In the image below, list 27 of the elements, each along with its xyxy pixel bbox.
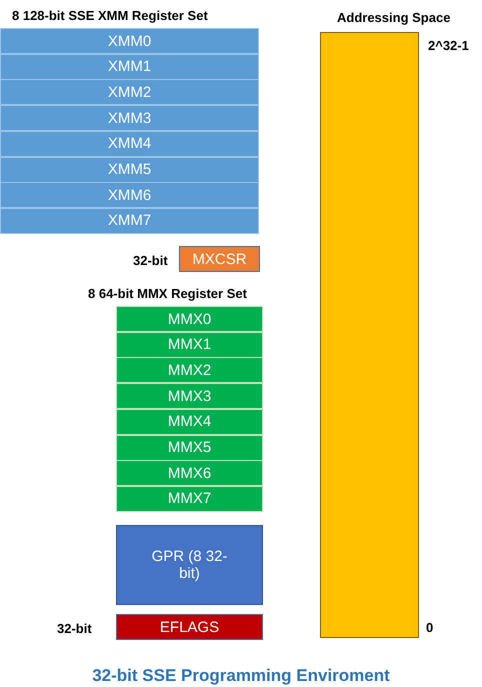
register-box: MMX1 xyxy=(116,332,263,358)
register-box: MMX6 xyxy=(116,460,263,486)
side-label: 32-bit xyxy=(57,621,92,636)
side-label: 2^32-1 xyxy=(428,38,469,53)
side-label: 0 xyxy=(426,620,434,635)
register-box: MMX7 xyxy=(116,486,263,512)
register-box: EFLAGS xyxy=(116,614,263,640)
register-box: MMX4 xyxy=(116,408,263,435)
register-box: XMM5 xyxy=(0,156,259,182)
register-box: XMM4 xyxy=(0,130,259,157)
section-heading: 8 128-bit SSE XMM Register Set xyxy=(12,8,208,23)
register-box: XMM3 xyxy=(0,105,259,132)
register-box: XMM6 xyxy=(0,182,259,208)
side-label: 32-bit xyxy=(133,253,168,268)
section-heading: 8 64-bit MMX Register Set xyxy=(88,286,247,301)
caption: 32-bit SSE Programming Enviroment xyxy=(91,666,391,686)
register-box: MMX3 xyxy=(116,383,263,410)
register-box: MMX5 xyxy=(116,434,263,460)
register-box: XMM1 xyxy=(0,54,259,80)
register-box: MXCSR xyxy=(179,246,260,272)
register-box: XMM0 xyxy=(0,28,259,54)
register-box: MMX2 xyxy=(116,357,263,384)
register-block: GPR (8 32-bit) xyxy=(116,525,263,605)
register-box: MMX0 xyxy=(116,306,263,332)
register-box: XMM2 xyxy=(0,79,259,106)
section-heading: Addressing Space xyxy=(337,10,450,25)
register-box: XMM7 xyxy=(0,208,259,234)
